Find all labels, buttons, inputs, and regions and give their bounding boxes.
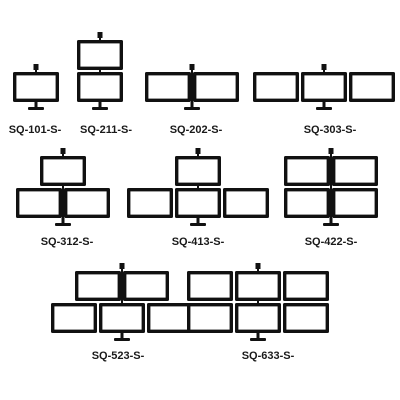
config-sq-633-s: SQ-633-S- (187, 263, 329, 362)
stand-base (55, 223, 71, 226)
stand-base (184, 107, 200, 110)
monitor-screen-panel (225, 190, 267, 216)
stand-base (316, 107, 332, 110)
monitor-screen-panel (177, 190, 219, 216)
monitor-screen-panel (286, 158, 328, 184)
monitor-screen-panel (53, 305, 95, 331)
config-sq-202-s: SQ-202-S- (145, 64, 239, 136)
config-sq-312-s: SQ-312-S- (16, 148, 110, 248)
pole-cap (119, 263, 125, 269)
stand-neck (256, 333, 260, 339)
stand-neck (322, 102, 326, 108)
config-sq-422-s: SQ-422-S- (284, 148, 378, 248)
monitor-screen-panel (351, 74, 393, 100)
monitor-screen-panel (189, 273, 231, 299)
config-label: SQ-523-S- (92, 350, 145, 362)
stand-base (92, 107, 108, 110)
monitor-screen-panel (42, 158, 84, 184)
pole-cap (328, 148, 334, 154)
stand-neck (34, 102, 38, 108)
config-label: SQ-303-S- (304, 124, 357, 136)
config-sq-211-s: SQ-211-S- (77, 32, 132, 136)
monitor-screen-panel (334, 158, 376, 184)
config-sq-413-s: SQ-413-S- (127, 148, 269, 248)
pole-cap (60, 148, 66, 154)
monitor-screen-panel (189, 305, 231, 331)
stand-neck (98, 102, 102, 108)
monitor-screen-panel (147, 74, 189, 100)
stand-neck (190, 102, 194, 108)
monitor-screen-panel (195, 74, 237, 100)
stand-neck (120, 333, 124, 339)
stand-base (28, 107, 44, 110)
monitor-screen-panel (285, 305, 327, 331)
monitor-screen-panel (18, 190, 60, 216)
pole-cap (255, 263, 261, 269)
pole-cap (33, 64, 39, 70)
monitor-screen-panel (125, 273, 167, 299)
config-sq-303-s: SQ-303-S- (253, 64, 395, 136)
monitor-screen-panel (79, 74, 121, 100)
monitor-screen-panel (129, 190, 171, 216)
monitor-screen-panel (237, 273, 279, 299)
monitor-screen-panel (101, 305, 143, 331)
stand-pole (330, 150, 332, 226)
config-label: SQ-211-S- (80, 124, 132, 136)
stand-base (114, 338, 130, 341)
stand-base (250, 338, 266, 341)
monitor-screen-panel (66, 190, 108, 216)
pole-cap (321, 64, 327, 70)
monitor-screen-panel (334, 190, 376, 216)
stand-base (323, 223, 339, 226)
config-label: SQ-312-S- (41, 236, 94, 248)
monitor-screen-panel (177, 158, 219, 184)
config-label: SQ-413-S- (172, 236, 225, 248)
monitor-screen-panel (77, 273, 119, 299)
monitor-screen-panel (303, 74, 345, 100)
stand-pole (62, 150, 64, 226)
pole-cap (97, 32, 103, 38)
monitor-screen-panel (285, 273, 327, 299)
monitor-screen-panel (149, 305, 191, 331)
monitor-screen-panel (79, 42, 121, 68)
config-label: SQ-202-S- (170, 124, 223, 136)
monitor-screen-panel (15, 74, 57, 100)
stand-base (190, 223, 206, 226)
monitor-screen-panel (237, 305, 279, 331)
config-sq-101-s: SQ-101-S- (9, 64, 62, 136)
config-label: SQ-422-S- (305, 236, 358, 248)
stand-neck (196, 218, 200, 224)
stand-pole (191, 66, 193, 110)
config-sq-523-s: SQ-523-S- (51, 263, 193, 362)
monitor-screen-panel (255, 74, 297, 100)
stand-neck (61, 218, 65, 224)
pole-cap (189, 64, 195, 70)
pole-cap (195, 148, 201, 154)
config-label: SQ-101-S- (9, 124, 62, 136)
stand-neck (329, 218, 333, 224)
config-label: SQ-633-S- (242, 350, 295, 362)
monitor-screen-panel (286, 190, 328, 216)
